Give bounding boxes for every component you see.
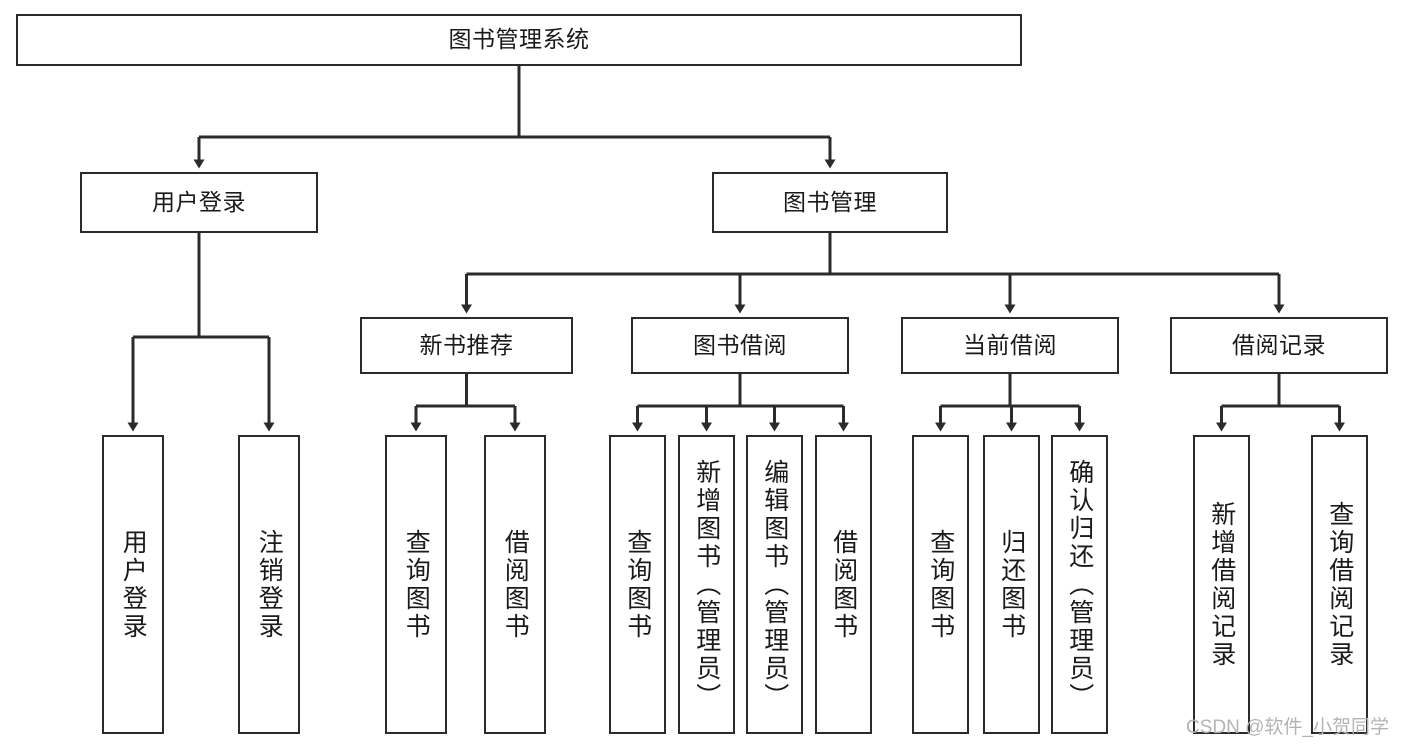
node-label: 图书借阅 (693, 331, 787, 358)
node-leaf-borrow-4: 借阅图书 (815, 435, 872, 734)
node-newbook: 新书推荐 (360, 317, 573, 374)
node-label: 查询借阅记录 (1325, 500, 1354, 669)
node-label: 注销登录 (255, 528, 284, 641)
node-label: 确认归还（管理员） (1065, 458, 1094, 711)
node-leaf-new-1: 查询图书 (385, 435, 447, 734)
node-leaf-borrow-3: 编辑图书（管理员） (746, 435, 803, 734)
node-label: 当前借阅 (963, 331, 1057, 358)
node-leaf-rec-1: 新增借阅记录 (1193, 435, 1250, 734)
node-leaf-borrow-2: 新增图书（管理员） (678, 435, 735, 734)
node-label: 查询图书 (623, 528, 652, 641)
node-leaf-cur-2: 归还图书 (983, 435, 1040, 734)
node-label: 查询图书 (926, 528, 955, 641)
node-leaf-cur-1: 查询图书 (912, 435, 969, 734)
node-label: 借阅图书 (829, 528, 858, 641)
node-leaf-new-2: 借阅图书 (484, 435, 546, 734)
node-label: 新增图书（管理员） (692, 458, 721, 711)
node-label: 借阅图书 (501, 528, 530, 641)
node-label: 编辑图书（管理员） (760, 458, 789, 711)
node-borrow: 图书借阅 (631, 317, 849, 374)
node-leaf-cur-3: 确认归还（管理员） (1051, 435, 1108, 734)
node-current: 当前借阅 (901, 317, 1119, 374)
node-label: 图书管理 (783, 188, 877, 215)
node-bookmgmt: 图书管理 (712, 172, 948, 233)
node-label: 图书管理系统 (448, 26, 590, 53)
node-root: 图书管理系统 (16, 14, 1022, 66)
csdn-watermark: CSDN @软件_小贺同学 (1186, 717, 1389, 738)
node-leaf-borrow-1: 查询图书 (609, 435, 666, 734)
node-label: 查询图书 (402, 528, 431, 641)
node-records: 借阅记录 (1170, 317, 1388, 374)
node-label: 借阅记录 (1232, 331, 1326, 358)
node-leaf-rec-2: 查询借阅记录 (1311, 435, 1368, 734)
node-label: 归还图书 (997, 528, 1026, 641)
node-label: 用户登录 (119, 528, 148, 641)
node-leaf-login-1: 用户登录 (102, 435, 164, 734)
node-leaf-login-2: 注销登录 (238, 435, 300, 734)
node-label: 新增借阅记录 (1207, 500, 1236, 669)
node-login: 用户登录 (80, 172, 318, 233)
node-label: 新书推荐 (419, 331, 514, 358)
node-label: 用户登录 (152, 188, 246, 215)
